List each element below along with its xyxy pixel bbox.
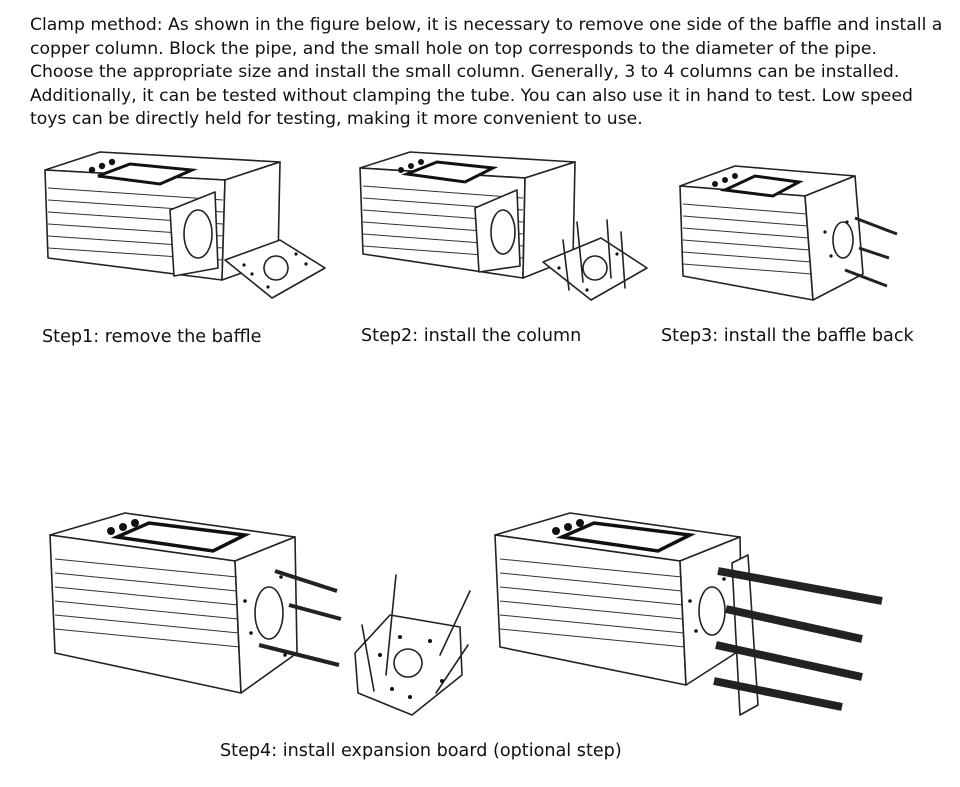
- step3-illustration: [679, 165, 898, 301]
- step2-illustration: [359, 151, 648, 301]
- step1-caption: Step1: remove the baffle: [42, 327, 262, 347]
- step4-device-illustration: [49, 512, 342, 694]
- step2-caption: Step2: install the column: [361, 326, 582, 346]
- step4-caption: Step4: install expansion board (optional…: [220, 741, 622, 761]
- step3-caption: Step3: install the baffle back: [661, 326, 914, 346]
- baffle-plate: [224, 239, 326, 299]
- expansion-board: [731, 554, 759, 716]
- expansion-board-illustration: [354, 574, 471, 716]
- step1-illustration: [44, 151, 326, 299]
- intro-paragraph: Clamp method: As shown in the figure bel…: [30, 15, 943, 130]
- step4-assembled-illustration: [494, 512, 883, 716]
- baffle-plate: [542, 237, 648, 301]
